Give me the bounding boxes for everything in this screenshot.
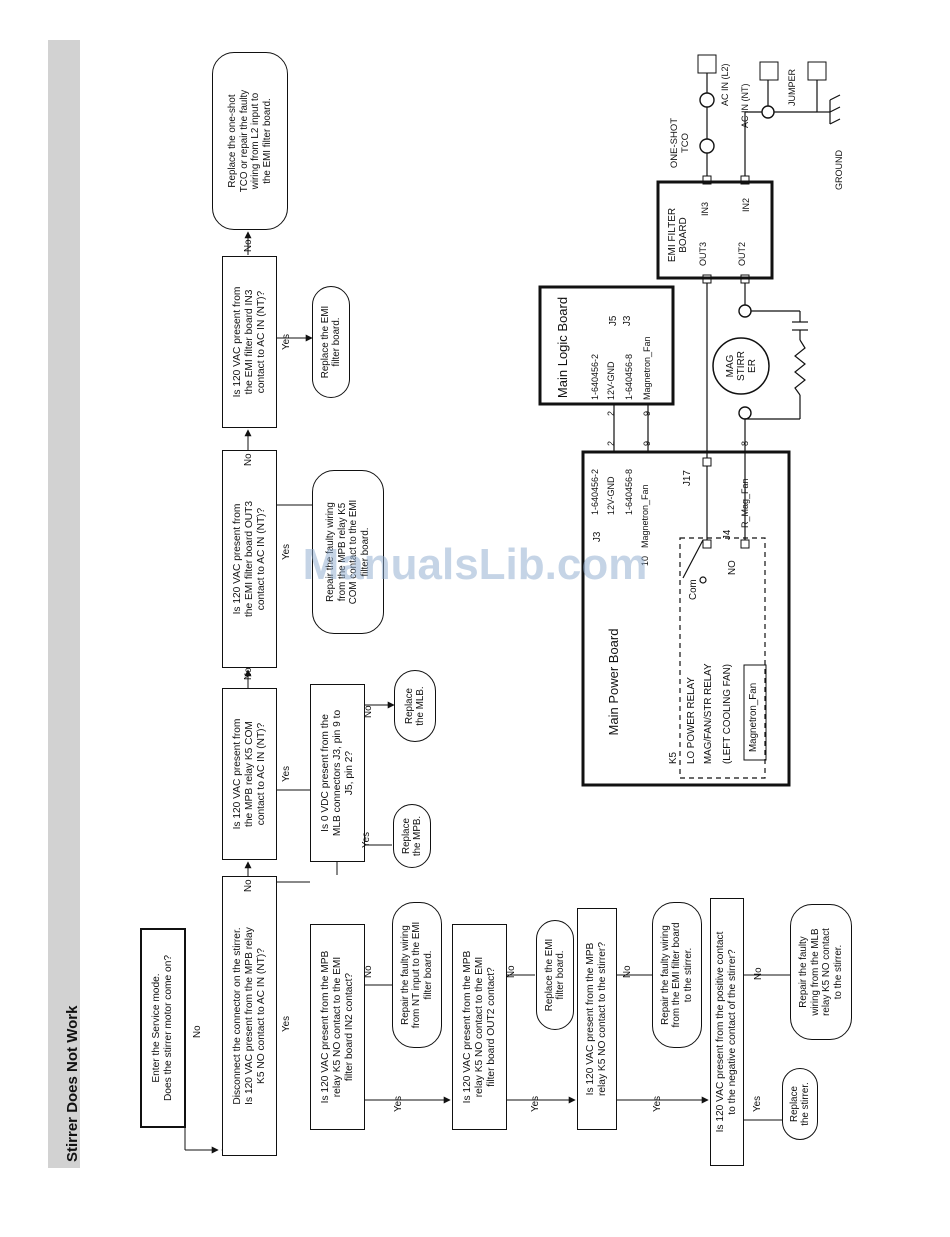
mpb-pin2: Magnetron_Fan (640, 484, 650, 548)
label-no-pos-neg: No (753, 967, 764, 980)
repair-mlb-k5-bubble: Repair the faulty wiring from the MLB re… (790, 904, 852, 1040)
no-contact-label: NO (727, 560, 738, 575)
question-k5-com-box: Is 120 VAC present from the MPB relay K5… (222, 688, 277, 860)
schematic-graphics (538, 54, 841, 787)
mlb-pin2: Magnetron_Fan (642, 336, 652, 400)
k5-label: K5 (668, 752, 679, 764)
question-out2-box: Is 120 VAC present from the MPB relay K5… (452, 924, 507, 1130)
label-yes-stirrer: Yes (652, 1096, 663, 1112)
mlb-num-mid: 9 (642, 410, 652, 416)
label-yes-q1: Yes (281, 1016, 292, 1032)
stirrer-circle (712, 337, 770, 395)
mpb-num-bot: 8 (740, 440, 750, 446)
mpb-j3-label: J3 (592, 531, 603, 542)
label-no-k5com: No (243, 667, 254, 680)
emi-title: EMI FILTER BOARD (667, 207, 689, 263)
question-pos-neg-box: Is 120 VAC present from the positive con… (710, 898, 744, 1166)
mlb-pin1: 12V-GND (606, 361, 616, 400)
label-yes-in2: Yes (393, 1096, 404, 1112)
mpb-r-mag-fan: R_Mag_Fan (740, 478, 750, 528)
emi-board-outline (656, 180, 774, 280)
emi-in3: IN3 (700, 201, 710, 216)
j17-label: J17 (682, 470, 693, 486)
label-no-start: No (192, 1025, 203, 1038)
ac-in-l2-label: AC IN (L2) (720, 63, 730, 106)
label-yes-out2: Yes (530, 1096, 541, 1112)
label-yes-pos-neg: Yes (752, 1096, 763, 1112)
ac-in-nt-label: AC IN (NT) (740, 83, 750, 129)
start-box: Enter the Service mode. Does the stirrer… (140, 928, 186, 1128)
emi-out3: OUT3 (698, 241, 708, 266)
mlb-num-top: 2 (606, 410, 616, 416)
replace-emi-top-bubble: Replace the EMI filter board. (312, 286, 350, 398)
question-in3-box: Is 120 VAC present from the EMI filter b… (222, 256, 277, 428)
emi-out2: OUT2 (737, 241, 747, 266)
mpb-num-left: 10 (640, 555, 650, 566)
com-label: Com (688, 579, 699, 600)
mlb-title: Main Logic Board (555, 296, 571, 399)
question-in2-box: Is 120 VAC present from the MPB relay K5… (310, 924, 365, 1130)
replace-stirrer-bubble: Replace the stirrer. (782, 1068, 818, 1140)
label-no-in3: No (243, 239, 254, 252)
mpb-title: Main Power Board (606, 628, 622, 736)
question-out3-box: Is 120 VAC present from the EMI filter b… (222, 450, 277, 668)
mpb-num-mid: 9 (642, 440, 652, 446)
label-no-out2: No (506, 965, 517, 978)
relay-line1: LO POWER RELAY (686, 677, 697, 764)
mag-fan-box-label: Magnetron_Fan (748, 682, 759, 752)
label-no-0vdc: No (363, 705, 374, 718)
label-yes-out3: Yes (281, 544, 292, 560)
mpb-num-top: 2 (606, 440, 616, 446)
replace-mlb-bubble: Replace the MLB. (394, 670, 436, 742)
tco-label: ONE-SHOT TCO (669, 117, 691, 169)
mlb-j3-label: J3 (622, 315, 633, 326)
mpb-part2: 1-640456-8 (624, 468, 634, 515)
question-0vdc-box: Is 0 VDC present from the MLB connectors… (310, 684, 365, 862)
mpb-pin1: 12V-GND (606, 476, 616, 515)
repair-nt-bubble: Repair the faulty wiring from NT input t… (392, 902, 442, 1048)
label-no-q1: No (243, 879, 254, 892)
mlb-part1: 1-640456-2 (590, 353, 600, 400)
mpb-part1: 1-640456-2 (590, 468, 600, 515)
question-stirrer-box: Is 120 VAC present from the MPB relay K5… (577, 908, 617, 1130)
label-yes-in3: Yes (281, 334, 292, 350)
replace-mpb-bubble: Replace the MPB. (393, 804, 431, 868)
mlb-board-outline (538, 285, 675, 406)
jumper-label: JUMPER (787, 68, 797, 106)
question-k5-no-box: Disconnect the connector on the stirrer.… (222, 876, 277, 1156)
mlb-part2: 1-640456-8 (624, 353, 634, 400)
replace-tco-bubble: Replace the one-shot TCO or repair the f… (212, 52, 288, 230)
label-no-stirrer: No (622, 965, 633, 978)
mlb-j5-label: J5 (608, 315, 619, 326)
repair-emi-stirrer-bubble: Repair the faulty wiring from the EMI fi… (652, 902, 702, 1048)
mag-fan-outline (743, 664, 767, 761)
relay-line3: (LEFT COOLING FAN) (722, 664, 733, 764)
stirrer-label: MAG STIRR ER (724, 351, 758, 381)
replace-emi-bottom-bubble: Replace the EMI filter board. (536, 920, 574, 1030)
label-no-out3: No (243, 453, 254, 466)
mpb-board-outline (581, 450, 791, 787)
label-yes-k5com: Yes (281, 766, 292, 782)
label-yes-0vdc: Yes (361, 832, 372, 848)
repair-k5-com-bubble: Repair the faulty wiring from the MPB re… (312, 470, 384, 634)
title-bar (48, 40, 80, 1168)
emi-in2: IN2 (741, 197, 751, 212)
relay-line2: MAG/FAN/STR RELAY (703, 663, 714, 764)
j4-label: J4 (722, 529, 733, 540)
ground-label: GROUND (834, 150, 844, 190)
label-no-in2: No (363, 965, 374, 978)
